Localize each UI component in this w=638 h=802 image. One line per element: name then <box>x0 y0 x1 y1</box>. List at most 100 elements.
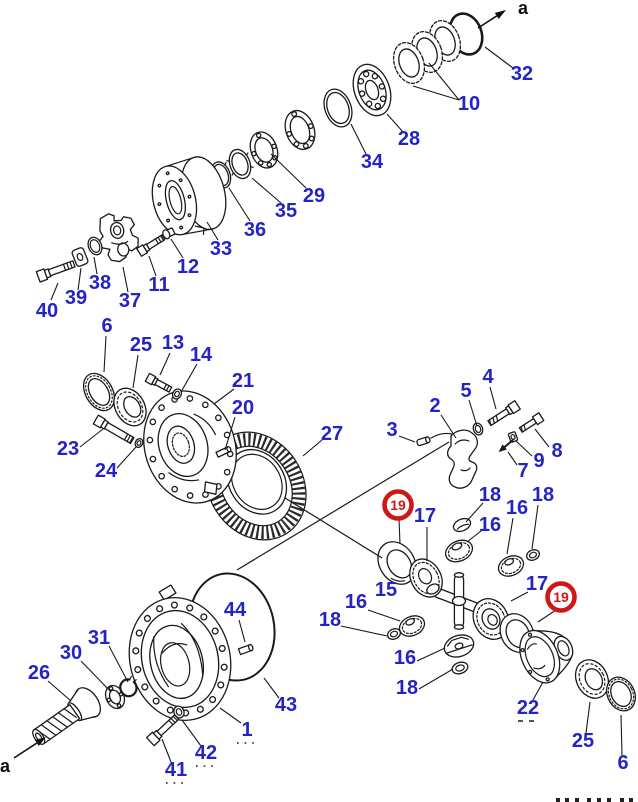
callout-40: 40 <box>36 282 59 322</box>
clipped-text-fragment <box>556 798 633 802</box>
clipped-character-top <box>556 798 560 802</box>
leader-line <box>412 85 460 101</box>
part-number: 18 <box>319 609 341 631</box>
part-25-bearing-cone-right <box>574 659 610 699</box>
view-marker-a: a <box>0 737 46 776</box>
callout-19-highlighted: 19 <box>382 489 414 545</box>
callout-31: 31 <box>88 627 129 683</box>
callout-6: 6 <box>101 315 113 373</box>
part-35-ring <box>226 148 254 180</box>
leader-line <box>537 609 557 623</box>
part-14-nut <box>171 388 183 400</box>
part-3-pin <box>416 436 431 447</box>
part-33-cage <box>151 156 227 236</box>
part-6-spacer-ring <box>82 372 116 412</box>
part-spider-cross <box>430 572 488 630</box>
view-arrow-line <box>13 742 38 759</box>
callout-17: 17 <box>510 573 548 602</box>
leader-line <box>440 414 457 439</box>
view-marker-label: a <box>518 0 529 18</box>
callout-13: 13 <box>159 332 184 376</box>
part-29-bearing-inner <box>249 131 279 169</box>
callout-17: 17 <box>414 505 436 561</box>
view-marker-a: a <box>477 0 529 29</box>
clipped-character-top <box>629 798 633 802</box>
leader-line <box>50 282 59 301</box>
callout-42: 42 <box>181 719 217 767</box>
leader-line <box>228 187 251 222</box>
leader-line <box>515 440 533 457</box>
clipped-character-top <box>597 798 601 802</box>
leader-line <box>534 428 550 448</box>
leader-line <box>206 221 219 241</box>
clipped-character-top <box>587 798 591 802</box>
callout-23: 23 <box>57 428 104 460</box>
part-number: 23 <box>57 438 79 460</box>
leader-line <box>507 451 518 466</box>
highlight-ring <box>545 581 577 613</box>
part-7-cotter-pin <box>498 439 514 453</box>
callout-34: 34 <box>350 123 384 173</box>
leader-line <box>350 123 367 155</box>
callout-24: 24 <box>95 446 137 482</box>
part-12-plug <box>162 227 176 240</box>
leader-line <box>224 416 236 451</box>
part-18-thrust-washer-left <box>386 628 402 640</box>
pinion-cage-assembly <box>35 12 484 283</box>
part-9-washer <box>507 431 519 443</box>
clipped-character-top <box>620 798 624 802</box>
part-number: 1 <box>241 719 252 741</box>
view-marker-layer: aa <box>0 0 529 776</box>
leader-line <box>181 719 202 747</box>
callout-15: 15 <box>375 579 397 601</box>
view-arrow-line <box>477 15 498 29</box>
part-number: 35 <box>275 200 297 222</box>
part-number: 40 <box>36 300 58 322</box>
part-31-snap-ring <box>119 675 138 698</box>
callout-5: 5 <box>460 380 478 427</box>
part-16-side-gear-top <box>444 539 474 563</box>
leader-line <box>122 266 129 293</box>
view-arrow-head-icon <box>494 10 506 19</box>
leader-line <box>79 428 104 448</box>
part-38-seal-ring <box>87 236 103 256</box>
callout-2: 2 <box>429 395 457 439</box>
part-number: 27 <box>321 423 343 445</box>
part-number: 33 <box>210 238 232 260</box>
leader-line <box>108 645 129 683</box>
leader-line <box>489 386 497 410</box>
callout-11: 11 <box>148 255 170 296</box>
callout-18: 18 <box>319 609 388 637</box>
leader-line <box>620 714 623 756</box>
part-number: 25 <box>130 334 152 356</box>
view-arrow-head-icon <box>34 737 46 747</box>
leader-line <box>416 647 446 662</box>
leader-line <box>132 354 139 389</box>
callout-7: 7 <box>507 451 529 482</box>
highlight-ring <box>382 489 414 521</box>
part-number: 16 <box>394 647 416 669</box>
part-number: 8 <box>551 440 562 462</box>
part-number: 7 <box>517 460 528 482</box>
part-17-pinion-gear-left <box>409 558 443 598</box>
part-number: 44 <box>224 599 247 621</box>
part-number: 4 <box>482 366 494 388</box>
leader-line <box>532 681 544 701</box>
assembly-relation-lines <box>236 441 450 571</box>
callout-33: 33 <box>206 221 232 260</box>
part-4-bolt <box>487 400 521 427</box>
ring-gear-group <box>82 372 307 541</box>
part-number: 38 <box>89 272 111 294</box>
part-number: 2 <box>429 395 440 417</box>
leader-line <box>386 113 404 133</box>
part-number: 42 <box>195 742 217 764</box>
part-number: 41 <box>165 759 187 781</box>
callout-3: 3 <box>386 419 416 443</box>
carrier-housing-group <box>32 572 276 747</box>
leader-line <box>219 707 242 724</box>
callout-37: 37 <box>119 266 141 312</box>
part-18-thrust-washer-right <box>525 549 541 561</box>
leader-line <box>585 701 591 734</box>
callout-32: 32 <box>484 46 533 85</box>
